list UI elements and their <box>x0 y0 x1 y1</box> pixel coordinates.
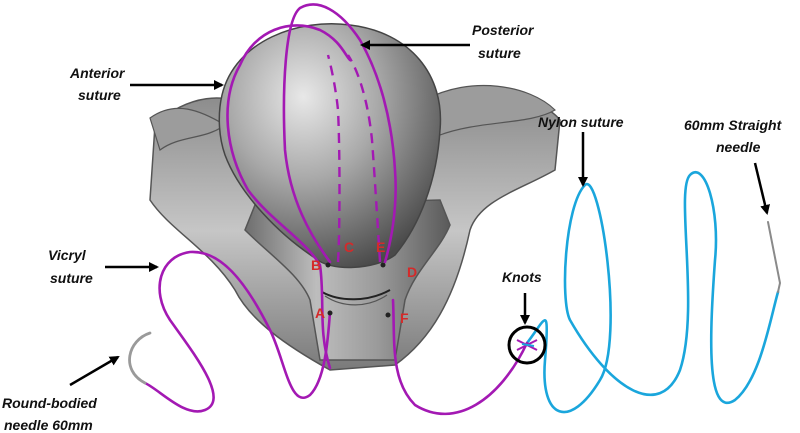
straight-needle-label-line2: needle <box>716 139 761 155</box>
point-a-label: A <box>315 305 325 321</box>
marker-a <box>328 311 333 316</box>
straight-needle-arrow <box>755 163 767 213</box>
round-bodied-needle <box>130 333 150 383</box>
anterior-label-line1: Anterior <box>69 65 126 81</box>
round-needle-label-line1: Round-bodied <box>2 395 97 411</box>
point-b-label: B <box>311 257 321 273</box>
nylon-suture <box>527 172 778 412</box>
straight-needle <box>768 222 780 292</box>
uterus-illustration <box>150 24 560 370</box>
point-f-label: F <box>400 310 409 326</box>
straight-needle-label-line1: 60mm Straight <box>684 117 783 133</box>
vicryl-label-line2: suture <box>50 270 93 286</box>
marker-e <box>381 263 386 268</box>
posterior-label-line1: Posterior <box>472 22 535 38</box>
point-e-label: E <box>376 239 385 255</box>
marker-f <box>386 313 391 318</box>
knot-group <box>509 327 545 363</box>
posterior-label-line2: suture <box>478 45 521 61</box>
vicryl-label-line1: Vicryl <box>48 247 87 263</box>
round-needle-label-line2: needle 60mm <box>4 417 93 433</box>
marker-b <box>326 263 331 268</box>
anterior-label-line2: suture <box>78 87 121 103</box>
point-d-label: D <box>407 264 417 280</box>
round-needle-arrow <box>70 357 118 385</box>
nylon-label: Nylon suture <box>538 114 624 130</box>
point-c-label: C <box>344 239 354 255</box>
knots-label: Knots <box>502 269 542 285</box>
